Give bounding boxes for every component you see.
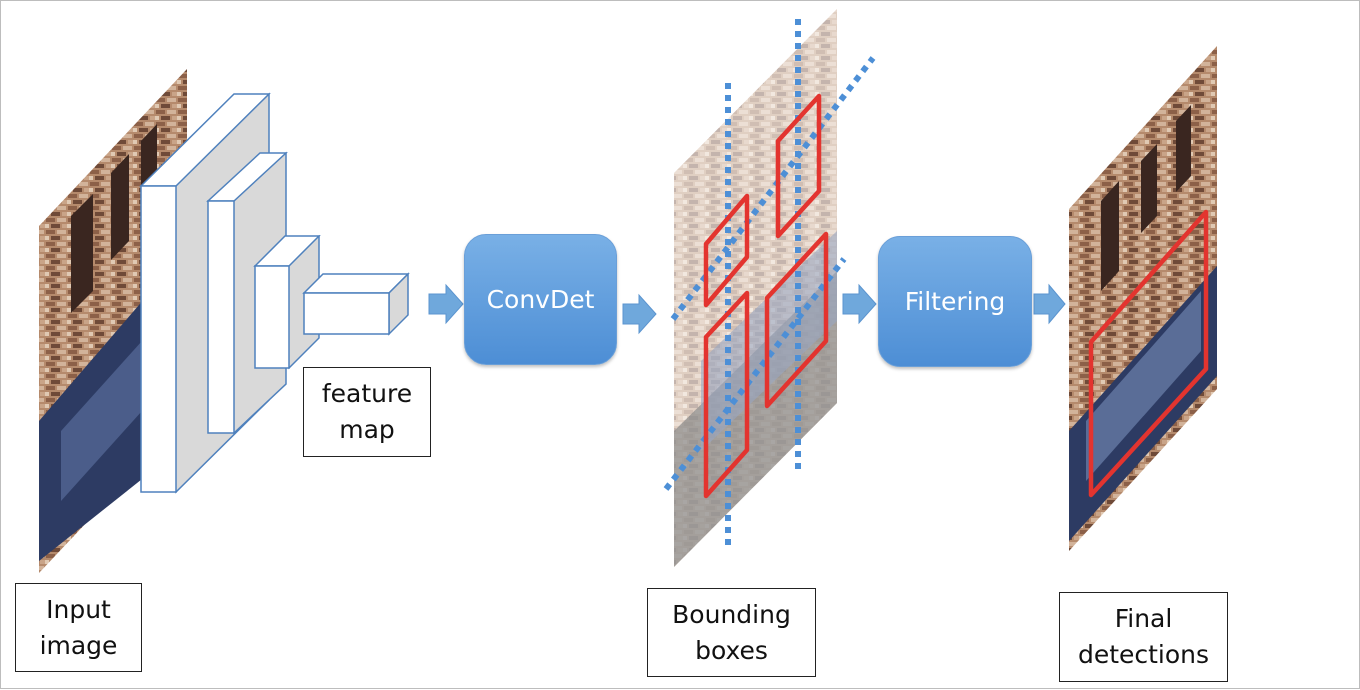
filtering-box: Filtering: [878, 236, 1032, 367]
arrow-4: [1033, 283, 1066, 325]
input-image-label-line1: Input: [46, 594, 111, 624]
final-detections-label-line1: Final: [1114, 604, 1173, 633]
input-image-label: Input image: [15, 583, 142, 672]
final-detections-label: Final detections: [1059, 592, 1228, 682]
input-image-label-line2: image: [39, 630, 118, 660]
final-detections-label-line2: detections: [1077, 640, 1210, 669]
final-red-box: [1088, 209, 1209, 498]
feature-map-label-line2: map: [339, 415, 395, 444]
arrow-2: [622, 293, 657, 335]
bounding-boxes-label-line1: Bounding: [672, 599, 791, 629]
bounding-boxes-label: Bounding boxes: [647, 588, 816, 677]
cnn-layers: [139, 92, 410, 494]
bounding-boxes-label-line2: boxes: [695, 635, 768, 665]
feature-map-label-line1: feature: [321, 379, 413, 408]
final-detections-image: [1069, 46, 1217, 551]
convdet-box: ConvDet: [464, 234, 617, 365]
filtering-label: Filtering: [904, 287, 1006, 316]
convdet-label: ConvDet: [486, 285, 595, 314]
red-detection-boxes: [703, 93, 829, 499]
arrow-1: [428, 283, 464, 325]
feature-map-label: feature map: [303, 367, 431, 457]
arrow-3: [842, 283, 877, 325]
